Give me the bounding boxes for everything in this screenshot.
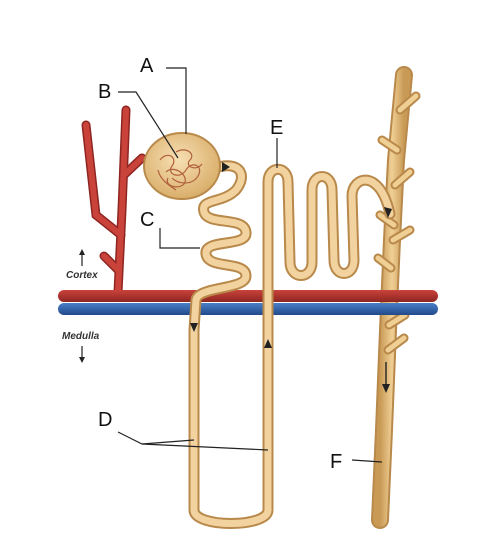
label-e: E (270, 117, 283, 139)
glomerular-capsule (143, 132, 221, 200)
label-c: C (140, 209, 154, 231)
label-f: F (330, 451, 342, 473)
arcuate-vessels (58, 290, 438, 315)
label-b: B (98, 81, 111, 103)
leader-f (351, 459, 383, 463)
leader-lines (117, 67, 383, 463)
collecting-duct (371, 66, 421, 529)
arterial-tree (81, 105, 147, 297)
leader-a (166, 67, 187, 134)
label-d: D (98, 409, 112, 431)
leader-d-1 (117, 431, 195, 445)
tubule-flow-arrows (190, 162, 392, 348)
medulla-indicator: Medulla (62, 331, 100, 363)
arrow-ascending-limb (264, 339, 272, 348)
leader-c (159, 228, 200, 249)
arrow-to-duct (384, 207, 392, 218)
leader-b (118, 91, 179, 159)
glomerulus (157, 149, 203, 191)
arrow-descending-limb (190, 323, 198, 332)
cortex-label: Cortex (66, 270, 98, 281)
arrow-capsule-exit (222, 162, 230, 172)
medulla-label: Medulla (62, 331, 100, 342)
cortex-indicator: Cortex (66, 249, 98, 281)
leader-d-2 (141, 443, 269, 451)
nephron-tubule (188, 160, 396, 529)
label-a: A (140, 55, 154, 77)
